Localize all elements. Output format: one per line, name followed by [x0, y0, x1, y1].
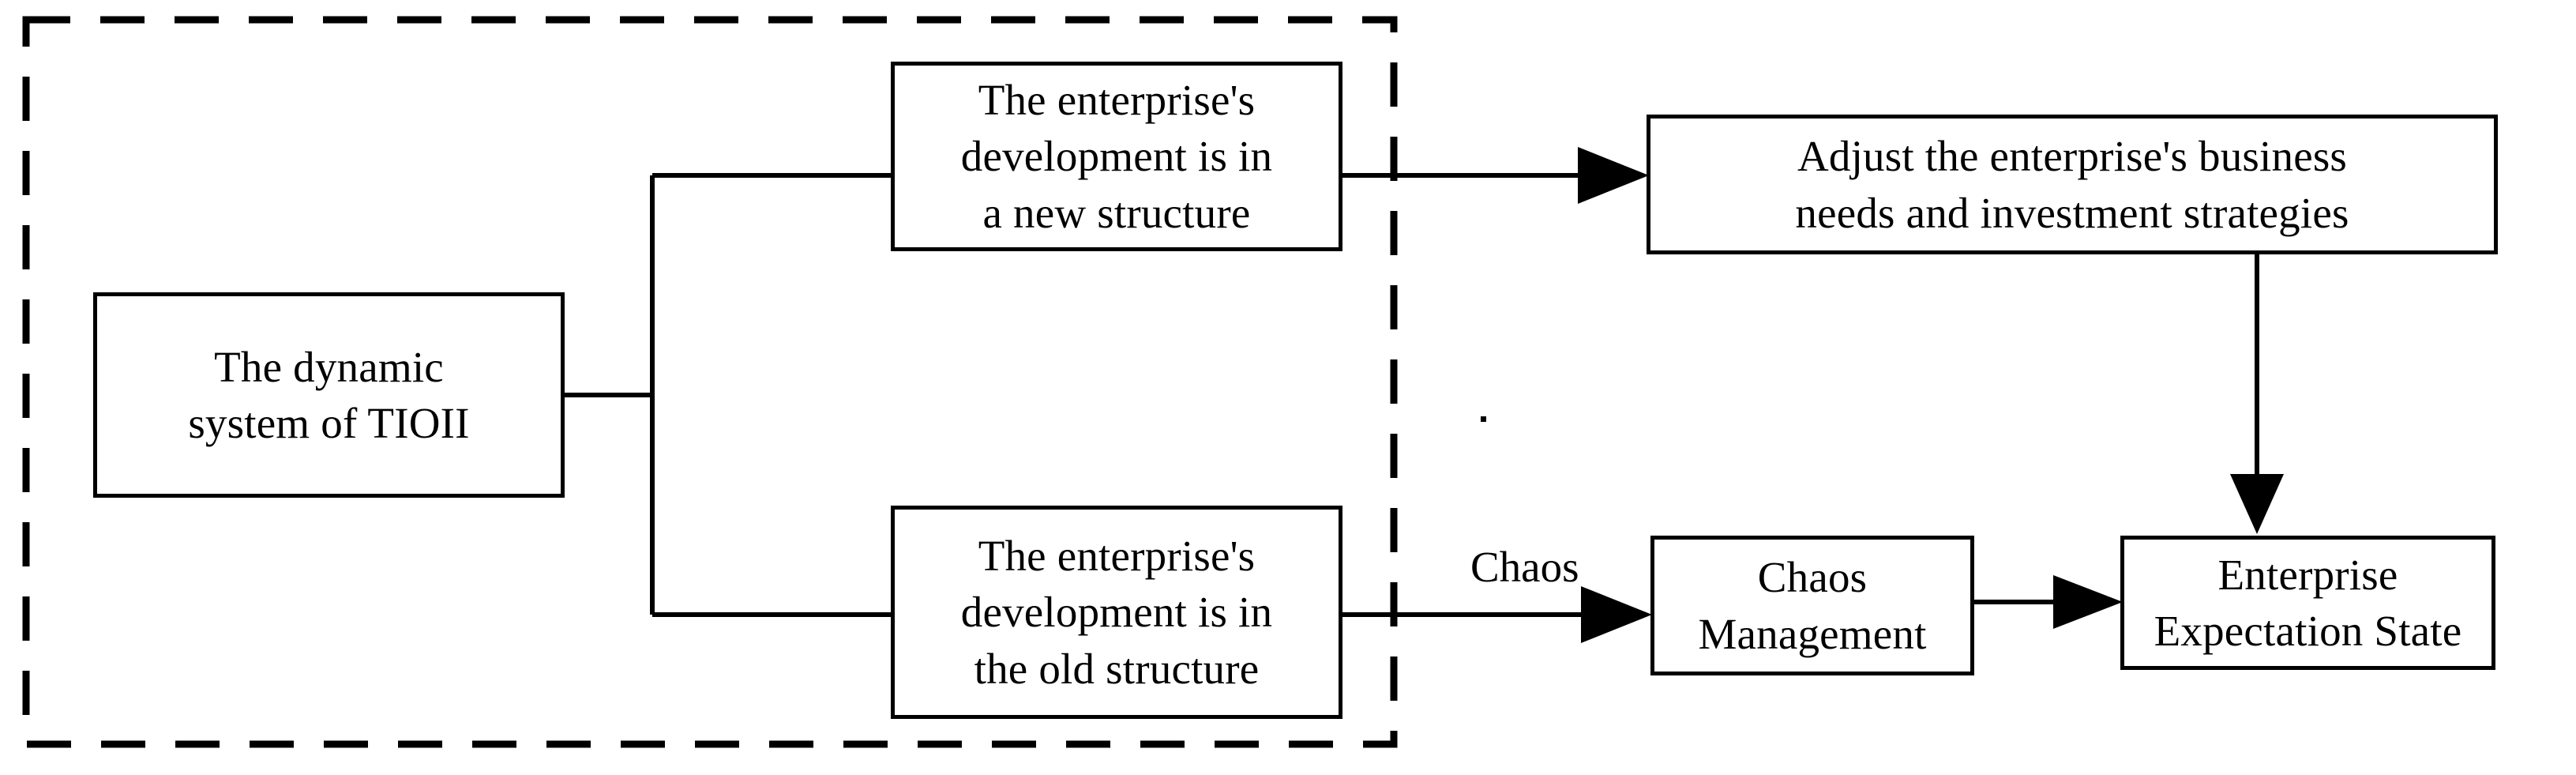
node-adjust-strategies[interactable]: Adjust the enterprise's business needs a…	[1647, 115, 2498, 254]
arrowhead-chaos-to-state	[2053, 575, 2123, 629]
arrowhead-old-to-chaos	[1581, 586, 1652, 643]
edge-label-chaos: Chaos	[1470, 543, 1579, 591]
ink-speck	[1481, 416, 1486, 422]
arrowhead-adjust-to-state	[2230, 474, 2284, 534]
arrowhead-new-to-adjust	[1578, 147, 1649, 204]
node-chaos-management[interactable]: Chaos Management	[1650, 536, 1974, 675]
node-enterprise-expectation[interactable]: Enterprise Expectation State	[2120, 536, 2495, 670]
node-old-structure[interactable]: The enterprise's development is in the o…	[891, 506, 1342, 719]
dashed-system-boundary	[22, 16, 1398, 748]
node-dynamic-system[interactable]: The dynamic system of TIOII	[93, 292, 565, 498]
node-new-structure[interactable]: The enterprise's development is in a new…	[891, 62, 1342, 251]
